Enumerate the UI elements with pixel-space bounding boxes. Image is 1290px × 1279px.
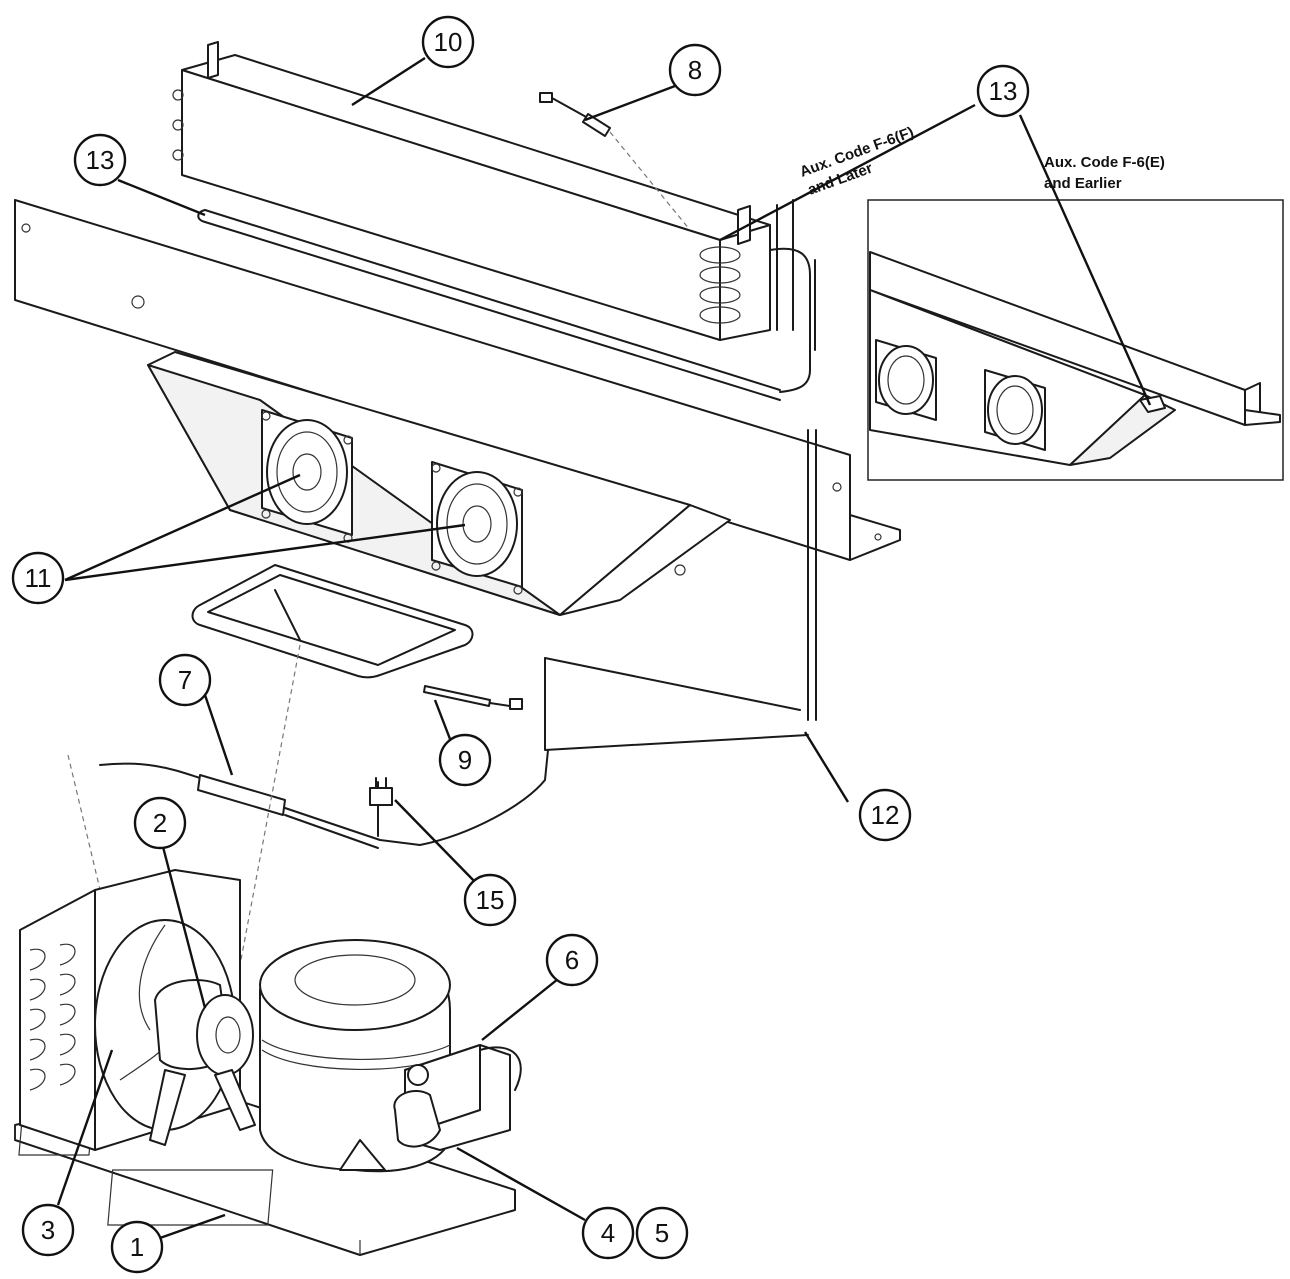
callout-12: 12	[858, 788, 912, 842]
callout-6: 6	[545, 933, 599, 987]
callout-12-label: 12	[871, 800, 900, 830]
callout-10-label: 10	[434, 27, 463, 57]
start-relay-overload	[393, 1044, 522, 1151]
callout-8: 8	[668, 43, 722, 97]
evaporator-fan-right	[431, 461, 523, 595]
power-plug-15	[369, 777, 393, 837]
probe-9	[423, 685, 523, 710]
callout-11: 11	[11, 551, 65, 605]
callout-1: 1	[110, 1220, 164, 1274]
callout-13-left: 13	[73, 133, 127, 187]
callout-5-label: 5	[655, 1218, 669, 1248]
aux-code-e-note-line2: and Earlier	[1044, 175, 1122, 192]
callout-8-label: 8	[688, 55, 702, 85]
callout-7: 7	[158, 653, 212, 707]
mounting-panel	[14, 199, 901, 561]
callout-9-label: 9	[458, 745, 472, 775]
callout-10: 10	[421, 15, 475, 69]
callout-15-label: 15	[476, 885, 505, 915]
inset-detail	[867, 199, 1284, 481]
drain-tube-loop	[191, 564, 474, 679]
callout-13-left-label: 13	[86, 145, 115, 175]
evaporator-fan-left	[261, 409, 353, 543]
callout-5: 5	[635, 1206, 689, 1260]
callout-3-label: 3	[41, 1215, 55, 1245]
aux-code-e-note-line1: Aux. Code F-6(E)	[1044, 154, 1165, 171]
condenser-fan-motor	[149, 979, 256, 1146]
callout-15: 15	[463, 873, 517, 927]
callout-2: 2	[133, 796, 187, 850]
callout-9: 9	[438, 733, 492, 787]
drain-heater-line	[197, 209, 781, 401]
callout-4-label: 4	[601, 1218, 615, 1248]
temperature-sensor-8	[539, 92, 691, 231]
evaporator-coil	[172, 41, 816, 393]
callout-4: 4	[581, 1206, 635, 1260]
callout-13-right: 13	[976, 64, 1030, 118]
tubing-and-drier	[99, 749, 549, 849]
callout-11-label: 11	[25, 563, 52, 593]
callout-13-right-label: 13	[989, 76, 1018, 106]
leader-lines	[56, 56, 1152, 1240]
callout-7-label: 7	[178, 665, 192, 695]
heater-wire	[544, 429, 817, 751]
callout-2-label: 2	[153, 808, 167, 838]
callout-3: 3	[21, 1203, 75, 1257]
callout-6-label: 6	[565, 945, 579, 975]
callout-1-label: 1	[130, 1232, 144, 1262]
projection-line	[239, 644, 301, 966]
